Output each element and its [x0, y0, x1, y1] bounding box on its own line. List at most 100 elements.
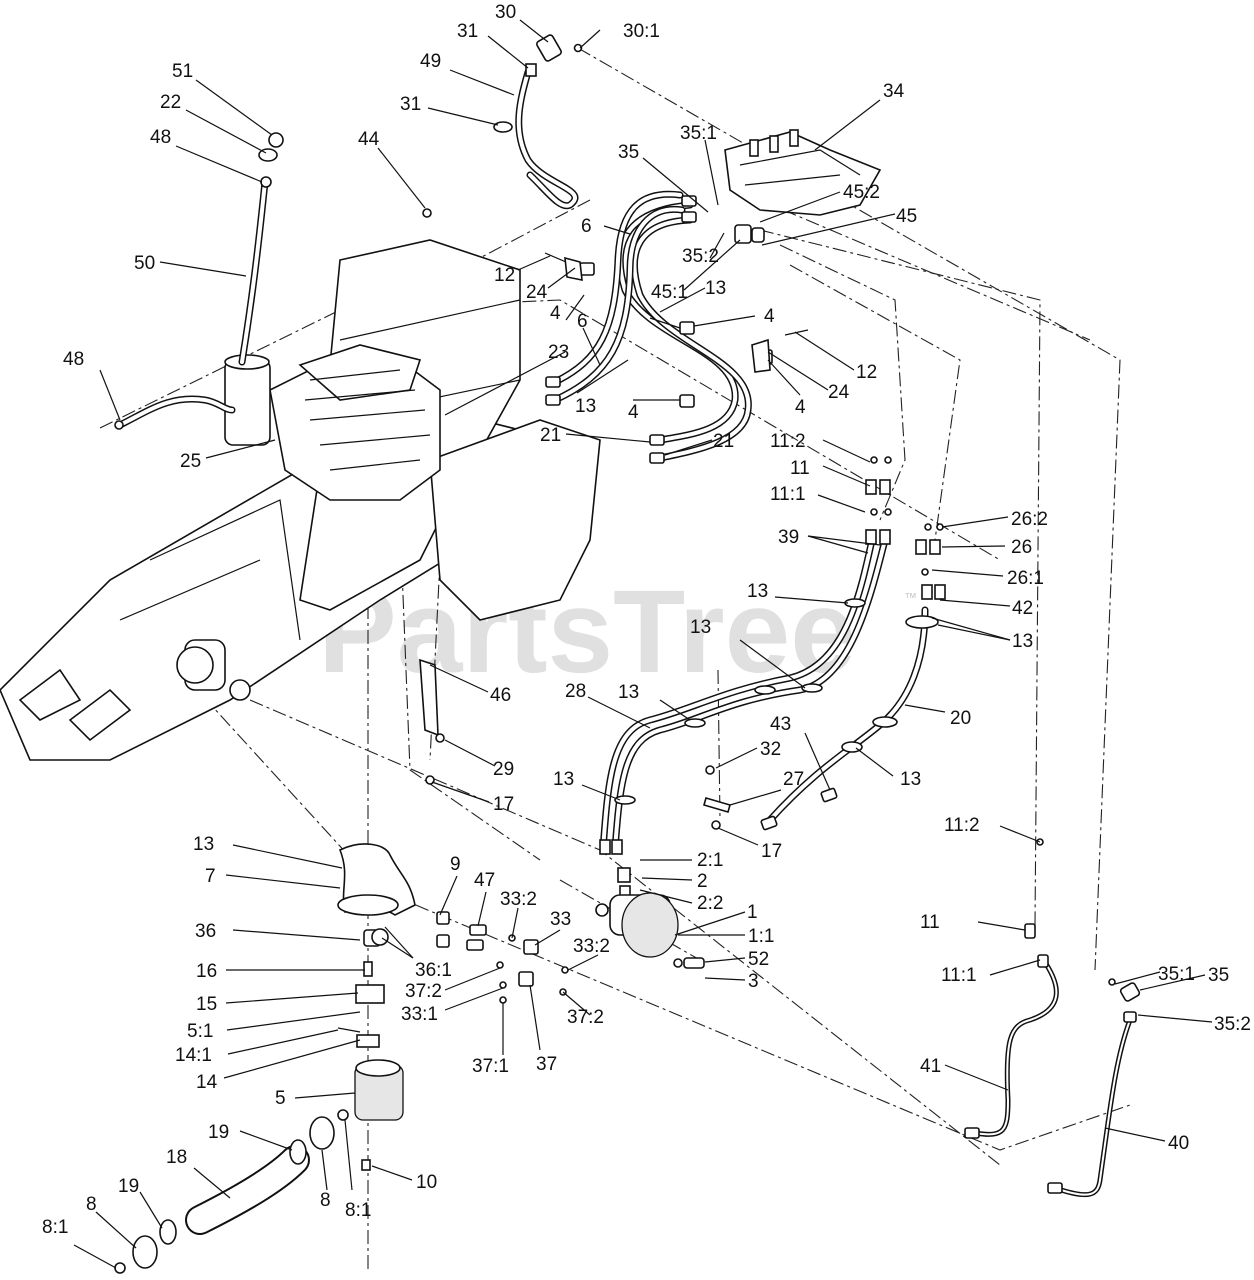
- callout-label: 48: [150, 127, 171, 148]
- callout-label: 33:1: [401, 1004, 438, 1025]
- callout-label: 20: [950, 708, 971, 729]
- hydraulic-motor: [595, 892, 705, 969]
- callout-label: 35:2: [682, 246, 719, 267]
- callout-label: 45: [896, 206, 917, 227]
- callout-label: 27: [783, 769, 804, 790]
- callout-label: 18: [166, 1147, 187, 1168]
- callout-label: 6: [581, 216, 592, 237]
- callout-label: 31: [400, 94, 421, 115]
- callout-label: 35:1: [680, 123, 717, 144]
- callout-label: 50: [134, 253, 155, 274]
- callout-label: 11: [790, 458, 810, 479]
- callout-label: 2:1: [697, 850, 723, 871]
- callout-label: 23: [548, 342, 569, 363]
- steel-lines: [964, 838, 1141, 1198]
- leader-lines: [73, 19, 1213, 1269]
- callout-label: 31: [457, 21, 478, 42]
- callout-label: 35: [1208, 965, 1229, 986]
- callout-label: 24: [828, 382, 850, 403]
- callout-label: 41: [920, 1056, 941, 1077]
- callout-label: 4: [764, 306, 775, 327]
- callout-label: 45:2: [843, 182, 880, 203]
- callout-label: 39: [778, 527, 799, 548]
- callout-label: 25: [180, 451, 201, 472]
- callout-label: 13: [690, 617, 711, 638]
- callout-label: 8: [320, 1190, 331, 1211]
- callout-label: 33:2: [500, 889, 537, 910]
- callout-label: 52: [748, 949, 769, 970]
- callout-label: 13: [747, 581, 768, 602]
- callout-label: 4: [795, 397, 806, 418]
- callout-label: 13: [618, 682, 639, 703]
- callout-label: 10: [416, 1172, 437, 1193]
- callout-label: 15: [196, 994, 217, 1015]
- callout-label: 7: [205, 866, 216, 887]
- callout-label: 12: [856, 362, 877, 383]
- callout-label: 4: [550, 303, 561, 324]
- callout-label: 5: [275, 1088, 286, 1109]
- callout-label: 19: [118, 1176, 139, 1197]
- callout-label: 37: [536, 1054, 557, 1075]
- callout-label: 14: [196, 1072, 218, 1093]
- pump-assembly: [337, 843, 416, 1171]
- callout-label: 26:2: [1011, 509, 1048, 530]
- callout-label: 51: [172, 61, 193, 82]
- drive-hoses: [599, 456, 946, 897]
- callout-label: 43: [770, 714, 791, 735]
- callout-label: 35: [618, 142, 639, 163]
- watermark-trademark: ™: [904, 590, 917, 605]
- callout-label: 3: [748, 971, 759, 992]
- callout-label: 2: [697, 871, 708, 892]
- callout-label: 37:2: [567, 1007, 604, 1028]
- callout-label: 13: [553, 769, 574, 790]
- callout-label: 36:1: [415, 960, 452, 981]
- callout-label: 22: [160, 92, 181, 113]
- callout-label: 2:2: [697, 893, 723, 914]
- callout-label: 24: [526, 282, 548, 303]
- callout-label: 13: [193, 834, 214, 855]
- suction-hose: [114, 1109, 349, 1274]
- callout-label: 30: [495, 2, 516, 23]
- callout-label: 45:1: [651, 282, 688, 303]
- callout-label: 21: [713, 431, 734, 452]
- callout-label: 17: [493, 794, 514, 815]
- callout-labels: 30 30:1 31 49 31 51 22 48 34 44 35:1 35 …: [42, 2, 1251, 1238]
- callout-label: 13: [900, 769, 921, 790]
- callout-label: 12: [494, 265, 515, 286]
- callout-label: 30:1: [623, 21, 660, 42]
- callout-label: 11: [920, 912, 940, 933]
- callout-label: 14:1: [175, 1045, 212, 1066]
- callout-label: 8:1: [42, 1217, 68, 1238]
- callout-label: 5:1: [187, 1021, 213, 1042]
- callout-label: 19: [208, 1122, 229, 1143]
- callout-label: 11:2: [770, 431, 806, 452]
- control-valve: [724, 129, 882, 244]
- callout-label: 4: [628, 402, 639, 423]
- callout-label: 37:1: [472, 1056, 509, 1077]
- callout-label: 1: [747, 902, 758, 923]
- fuel-tube: [114, 132, 284, 430]
- callout-label: 46: [490, 685, 511, 706]
- callout-label: 49: [420, 51, 441, 72]
- engine: [224, 344, 441, 501]
- callout-label: 33:2: [573, 936, 610, 957]
- callout-label: 17: [761, 841, 782, 862]
- callout-label: 1:1: [748, 926, 774, 947]
- callout-label: 11:1: [941, 965, 977, 986]
- callout-label: 35:1: [1158, 964, 1195, 985]
- callout-label: 26:1: [1007, 568, 1044, 589]
- callout-label: 11:1: [770, 484, 806, 505]
- callout-label: 33: [550, 909, 571, 930]
- callout-label: 8: [86, 1194, 97, 1215]
- callout-label: 44: [358, 129, 380, 150]
- callout-label: 34: [883, 81, 905, 102]
- callout-label: 40: [1168, 1133, 1189, 1154]
- callout-label: 8:1: [345, 1200, 371, 1221]
- callout-label: 11:2: [944, 815, 980, 836]
- callout-label: 16: [196, 961, 217, 982]
- callout-label: 29: [493, 759, 514, 780]
- callout-label: 28: [565, 681, 586, 702]
- callout-label: 36: [195, 921, 216, 942]
- callout-label: 13: [1012, 631, 1033, 652]
- callout-label: 47: [474, 870, 495, 891]
